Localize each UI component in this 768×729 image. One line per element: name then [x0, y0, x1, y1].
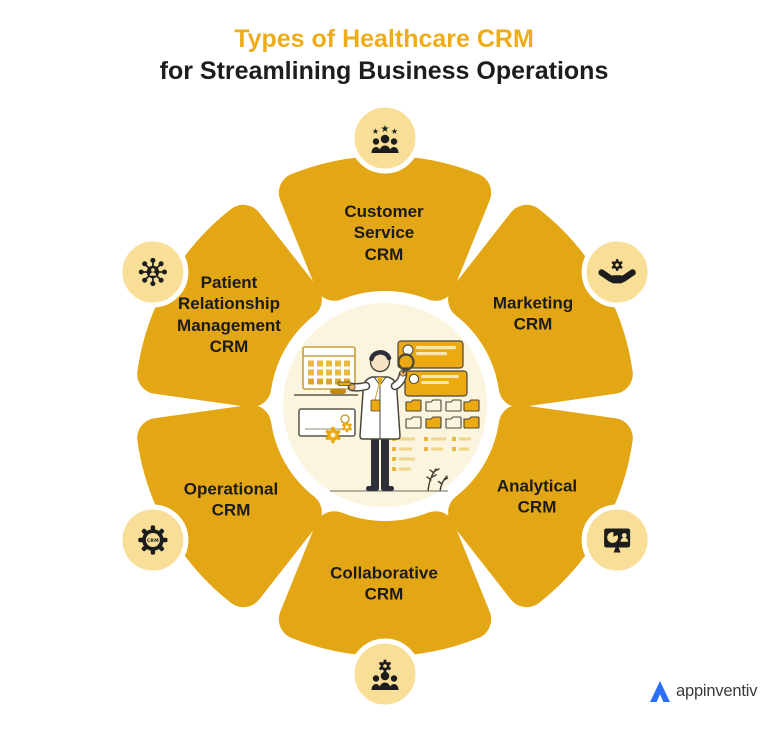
handshake-gear-icon: [598, 259, 636, 284]
svg-text:★: ★: [391, 127, 398, 136]
svg-text:CRM: CRM: [147, 538, 159, 544]
patient-network-icon: [138, 257, 167, 287]
petal-group: [137, 155, 633, 657]
petal-collaborative: [278, 511, 492, 657]
hand-on-desk: [330, 389, 346, 394]
petal-marketing: [448, 204, 633, 408]
petal-patient-relationship: [137, 204, 322, 408]
doctor-figure: [337, 350, 415, 491]
appinventiv-logo-mark: [650, 681, 670, 702]
search-box-graphic: [298, 408, 356, 437]
petal-operational: [137, 404, 322, 608]
team-gear-icon: [371, 659, 399, 690]
calendar-graphic: [302, 346, 356, 390]
patient-relationship-icon-badge: [117, 236, 189, 308]
monitor-pie-chart-icon: [604, 528, 631, 553]
doctor-illustration: [294, 340, 480, 492]
svg-text:★: ★: [372, 127, 379, 136]
marketing-icon-badge: [581, 236, 653, 308]
gears-graphic: [324, 421, 353, 444]
chat-bubbles-graphic: [397, 340, 468, 397]
appinventiv-logo-text: appinventiv: [676, 681, 758, 700]
analytical-icon-badge: [581, 504, 653, 576]
petal-analytical: [448, 404, 633, 608]
customer-service-icon-badge: ★ ★ ★: [349, 102, 421, 174]
people-with-stars-icon: ★ ★ ★: [371, 124, 399, 153]
svg-text:★: ★: [381, 124, 390, 135]
appinventiv-logo: appinventiv: [648, 676, 760, 706]
title-main-line: for Streamlining Business Operations: [159, 57, 609, 85]
crm-gear-icon: CRM: [138, 525, 168, 555]
magnifying-glass-graphic: [397, 353, 415, 374]
plant-graphic: [426, 468, 449, 492]
title-block: Types of Healthcare CRM for Streamlining…: [0, 24, 768, 86]
collaborative-icon-badge: [349, 638, 421, 710]
operational-icon-badge: CRM: [117, 504, 189, 576]
petal-customer-service: [278, 155, 492, 301]
title-accent-line: Types of Healthcare CRM: [234, 25, 534, 53]
